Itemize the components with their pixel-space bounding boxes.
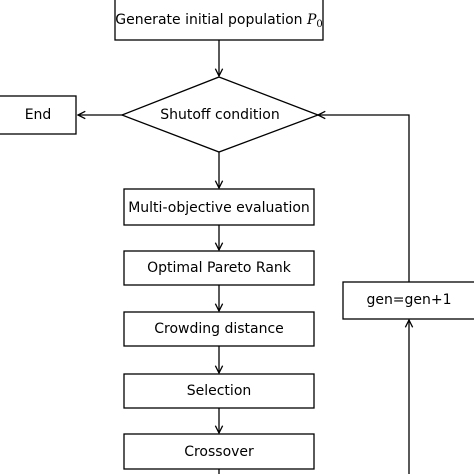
generate-node: Generate initial population P0	[114, 0, 324, 41]
generate-label: Generate initial population	[115, 12, 307, 28]
end-node: End	[0, 95, 77, 135]
selection-label: Selection	[187, 383, 252, 399]
crossover-node: Crossover	[123, 433, 315, 470]
svg-text:Generate initial population P0: Generate initial population P0	[115, 12, 323, 30]
generate-sub: 0	[316, 19, 322, 30]
moe-label: Multi-objective evaluation	[128, 200, 310, 216]
generate-var: P	[306, 12, 317, 28]
end-label: End	[25, 107, 52, 123]
crowding-label: Crowding distance	[154, 321, 284, 337]
gen-increment-node: gen=gen+1	[342, 281, 474, 320]
shutoff-node: Shutoff condition	[120, 76, 320, 153]
crossover-label: Crossover	[184, 444, 254, 460]
pareto-label: Optimal Pareto Rank	[147, 260, 292, 276]
selection-node: Selection	[123, 373, 315, 409]
gen-increment-label: gen=gen+1	[366, 292, 451, 308]
crowding-node: Crowding distance	[123, 311, 315, 347]
shutoff-label: Shutoff condition	[160, 107, 280, 123]
moe-node: Multi-objective evaluation	[123, 188, 315, 226]
pareto-node: Optimal Pareto Rank	[123, 250, 315, 286]
edge-gen-to-shutoff	[318, 115, 410, 282]
